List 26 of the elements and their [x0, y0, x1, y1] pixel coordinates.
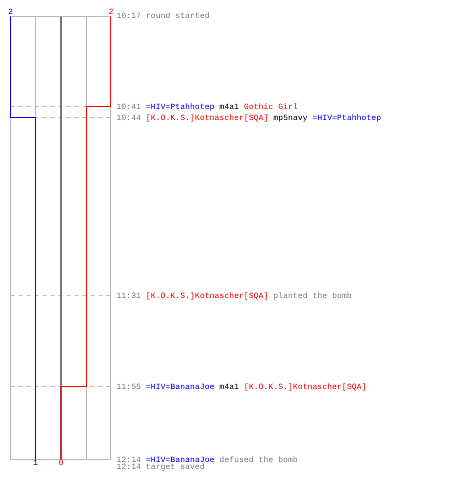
event-text: defused the bomb: [219, 457, 298, 464]
player-name: [K.O.K.S.]Kotnascher[SQA]: [146, 115, 268, 122]
timestamp: 11:55: [116, 384, 142, 390]
player-count-label: 1: [33, 460, 38, 468]
event-text: target saved: [146, 464, 205, 472]
weapon-name: mp5navy: [273, 115, 308, 122]
player-count-label: 0: [58, 460, 64, 468]
event-text: round started: [146, 12, 210, 20]
player-name: =HIV=Ptahhotep: [146, 104, 215, 111]
timestamp: 10:44: [116, 115, 142, 122]
event-text: planted the bomb: [273, 293, 352, 300]
player-name: [K.O.K.S.]Kotnascher[SQA]: [146, 293, 268, 300]
timestamp: 12:14: [116, 457, 142, 464]
player-count-label: 2: [108, 9, 114, 16]
player-name: =HIV=BananaJoe: [146, 384, 215, 390]
timestamp: 10:41: [116, 104, 142, 111]
player-name: [K.O.K.S.]Kotnascher[SQA]: [244, 384, 366, 390]
player-count-label: 2: [8, 9, 13, 16]
timestamp: 11:31: [116, 293, 142, 300]
player-name: =HIV=BananaJoe: [146, 457, 215, 464]
weapon-name: m4a1: [219, 384, 240, 390]
timestamp: 10:17: [116, 12, 142, 20]
player-name: =HIV=Ptahhotep: [312, 115, 382, 122]
weapon-name: m4a1: [219, 104, 240, 111]
player-name: Gothic Girl: [244, 104, 298, 111]
timestamp: 12:14: [116, 464, 142, 472]
